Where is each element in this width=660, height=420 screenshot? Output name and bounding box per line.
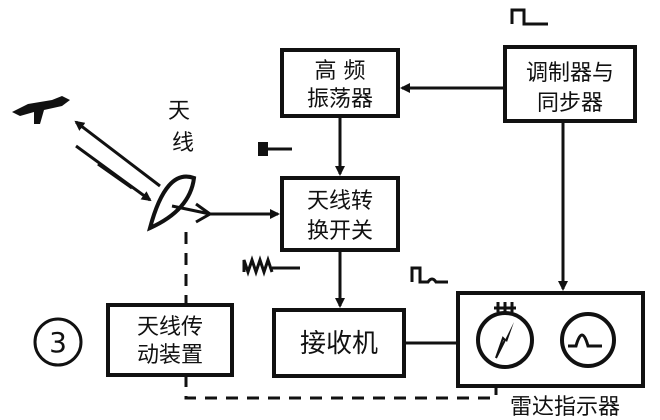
airplane-icon xyxy=(12,96,70,124)
receive-signal-icon xyxy=(242,255,300,277)
antenna-drive-label-2: 动装置 xyxy=(137,343,203,368)
compass-dial-icon xyxy=(476,302,534,369)
duplexer-label-1: 天线转 xyxy=(307,189,373,214)
figure-number-circle xyxy=(33,317,83,367)
duplexer-label-2: 换开关 xyxy=(307,219,373,244)
modulator-sync-label-1: 调制器与 xyxy=(526,61,614,86)
indicator-sync-dashed-link xyxy=(184,375,498,400)
hf-oscillator-label-1: 高 频 xyxy=(315,59,366,84)
duplexer-box xyxy=(280,176,400,252)
antenna-drive-label-1: 天线传 xyxy=(137,315,203,340)
antenna-label: 天 xyxy=(168,99,190,124)
receiver-label: 接收机 xyxy=(300,329,378,359)
receiver-box xyxy=(272,308,406,378)
radar-wave-lines xyxy=(74,120,161,202)
modulator-sync-box xyxy=(503,45,637,123)
oscilloscope-screen-icon xyxy=(560,312,616,368)
radar-indicator-label: 雷达指示器 xyxy=(510,395,620,420)
antenna-label-2: 线 xyxy=(172,131,194,156)
modulator-sync-label-2: 同步器 xyxy=(537,91,603,116)
hf-oscillator-label-2: 振荡器 xyxy=(307,87,373,112)
echo-pulse-icon xyxy=(410,266,448,284)
antenna-drive-box xyxy=(106,303,234,377)
figure-number: 3 xyxy=(49,326,67,359)
transmit-signal-icon xyxy=(258,142,292,156)
pulse-waveform-icon xyxy=(510,8,548,26)
